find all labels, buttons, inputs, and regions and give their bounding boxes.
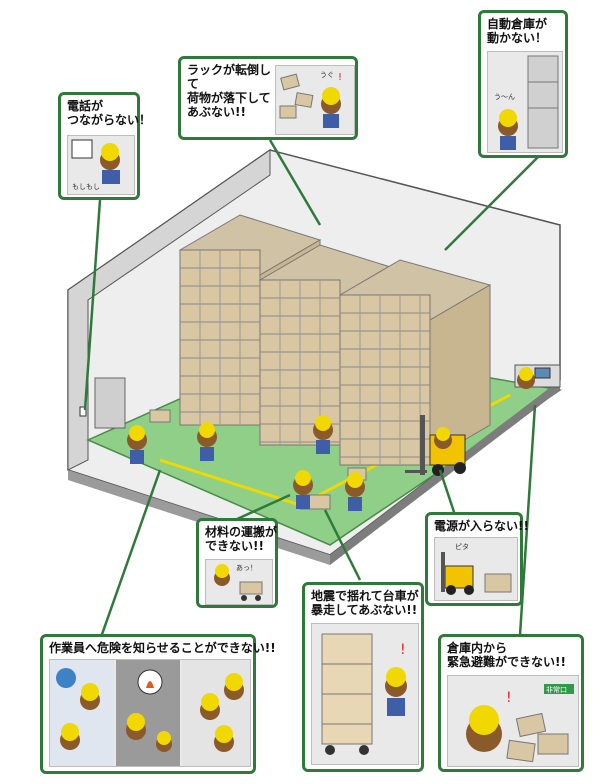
rack-3 [338,259,492,466]
speech-ugo: うぐ [320,71,334,79]
worker-monkey [434,427,452,449]
worker-monkey [293,470,313,509]
cart-runaway-illustration: ! [321,633,407,755]
floor-edge-right [330,380,560,565]
callout-illustration: もしもし [67,135,135,195]
callout-material-transport: 材料の運搬ができない!! あっ！ [196,518,278,608]
pointer-power [438,469,457,516]
callout-illustration [49,659,251,767]
forklift-mast [420,415,425,475]
door [94,377,126,429]
phone-illustration [71,139,120,184]
callout-title: 作業員へ危険を知らせることができない!! [49,641,276,655]
speech-uun: う〜ん [494,93,515,101]
callout-title: 電話がつながらない！ [67,99,152,127]
callout-illustration: あっ！ [205,559,273,605]
callout-illustration: う〜ん [487,51,563,153]
callout-title: 自動倉庫が動かない！ [487,17,548,45]
callout-title: 倉庫内から緊急避難ができない!! [447,641,566,669]
worker-monkey [127,425,147,464]
monitor [534,367,551,379]
pointer-material [234,493,291,522]
worker-monkey [197,422,217,461]
callout-rack-collapse: ラックが転倒して荷物が落下してあぶない!! ! うぐ [178,56,358,140]
auto-warehouse-illustration [498,55,559,150]
speech-moshimoshi: もしもし [72,183,100,191]
callout-cart-runaway: 地震で揺れて台車が暴走してあぶない!! ! [302,582,424,772]
svg-text:!: ! [400,642,406,658]
workers [127,367,535,511]
callout-evacuation: 倉庫内から緊急避難ができない!! ! 非常口 [438,634,584,772]
callout-phone: 電話がつながらない！ もしもし [58,92,152,200]
pointer-cart [323,509,362,581]
callout-illustration: ! [311,623,419,765]
callout-power: 電源が入らない!! ピタ [425,512,529,606]
evacuation-illustration: ! [466,684,574,763]
rack-shelf-lines [180,250,430,465]
callout-title: 材料の運搬ができない!! [205,525,278,553]
forklift-wheel-rear [454,462,466,474]
worker-warning-illustration [50,660,250,766]
emergency-exit-sign: 非常口 [546,686,567,694]
pointer-auto-warehouse [444,154,541,251]
worker-monkey [517,367,535,389]
worker-monkey [345,472,365,511]
callout-worker-warning: 作業員へ危険を知らせることができない!! [40,634,276,774]
material-transport-illustration [214,564,263,601]
rack-3-front [339,294,431,466]
rack-3-side [429,284,491,461]
callout-title: ラックが転倒して荷物が落下してあぶない!! [187,63,272,119]
callout-illustration: ! うぐ [275,65,355,135]
callout-title: 電源が入らない!! [434,519,529,533]
pointer-phone [83,199,102,411]
pointer-rack [268,139,322,226]
pointer-worker-warning [98,469,162,641]
rack-collapse-illustration: ! [279,72,342,128]
speech-aa: あっ！ [236,564,257,572]
wall-phone [79,406,87,417]
forklift-forks [405,470,427,473]
floor-box [149,409,171,423]
callout-illustration: ! 非常口 [447,675,579,767]
callout-illustration: ピタ [434,537,518,601]
callout-auto-warehouse: 自動倉庫が動かない！ う〜ん [478,10,568,158]
power-illustration [441,552,512,595]
svg-text:!: ! [338,72,342,83]
speech-pita: ピタ [455,543,469,551]
svg-text:!: ! [506,690,512,706]
callout-title: 地震で揺れて台車が暴走してあぶない!! [311,589,419,617]
worker-monkey [313,415,333,454]
